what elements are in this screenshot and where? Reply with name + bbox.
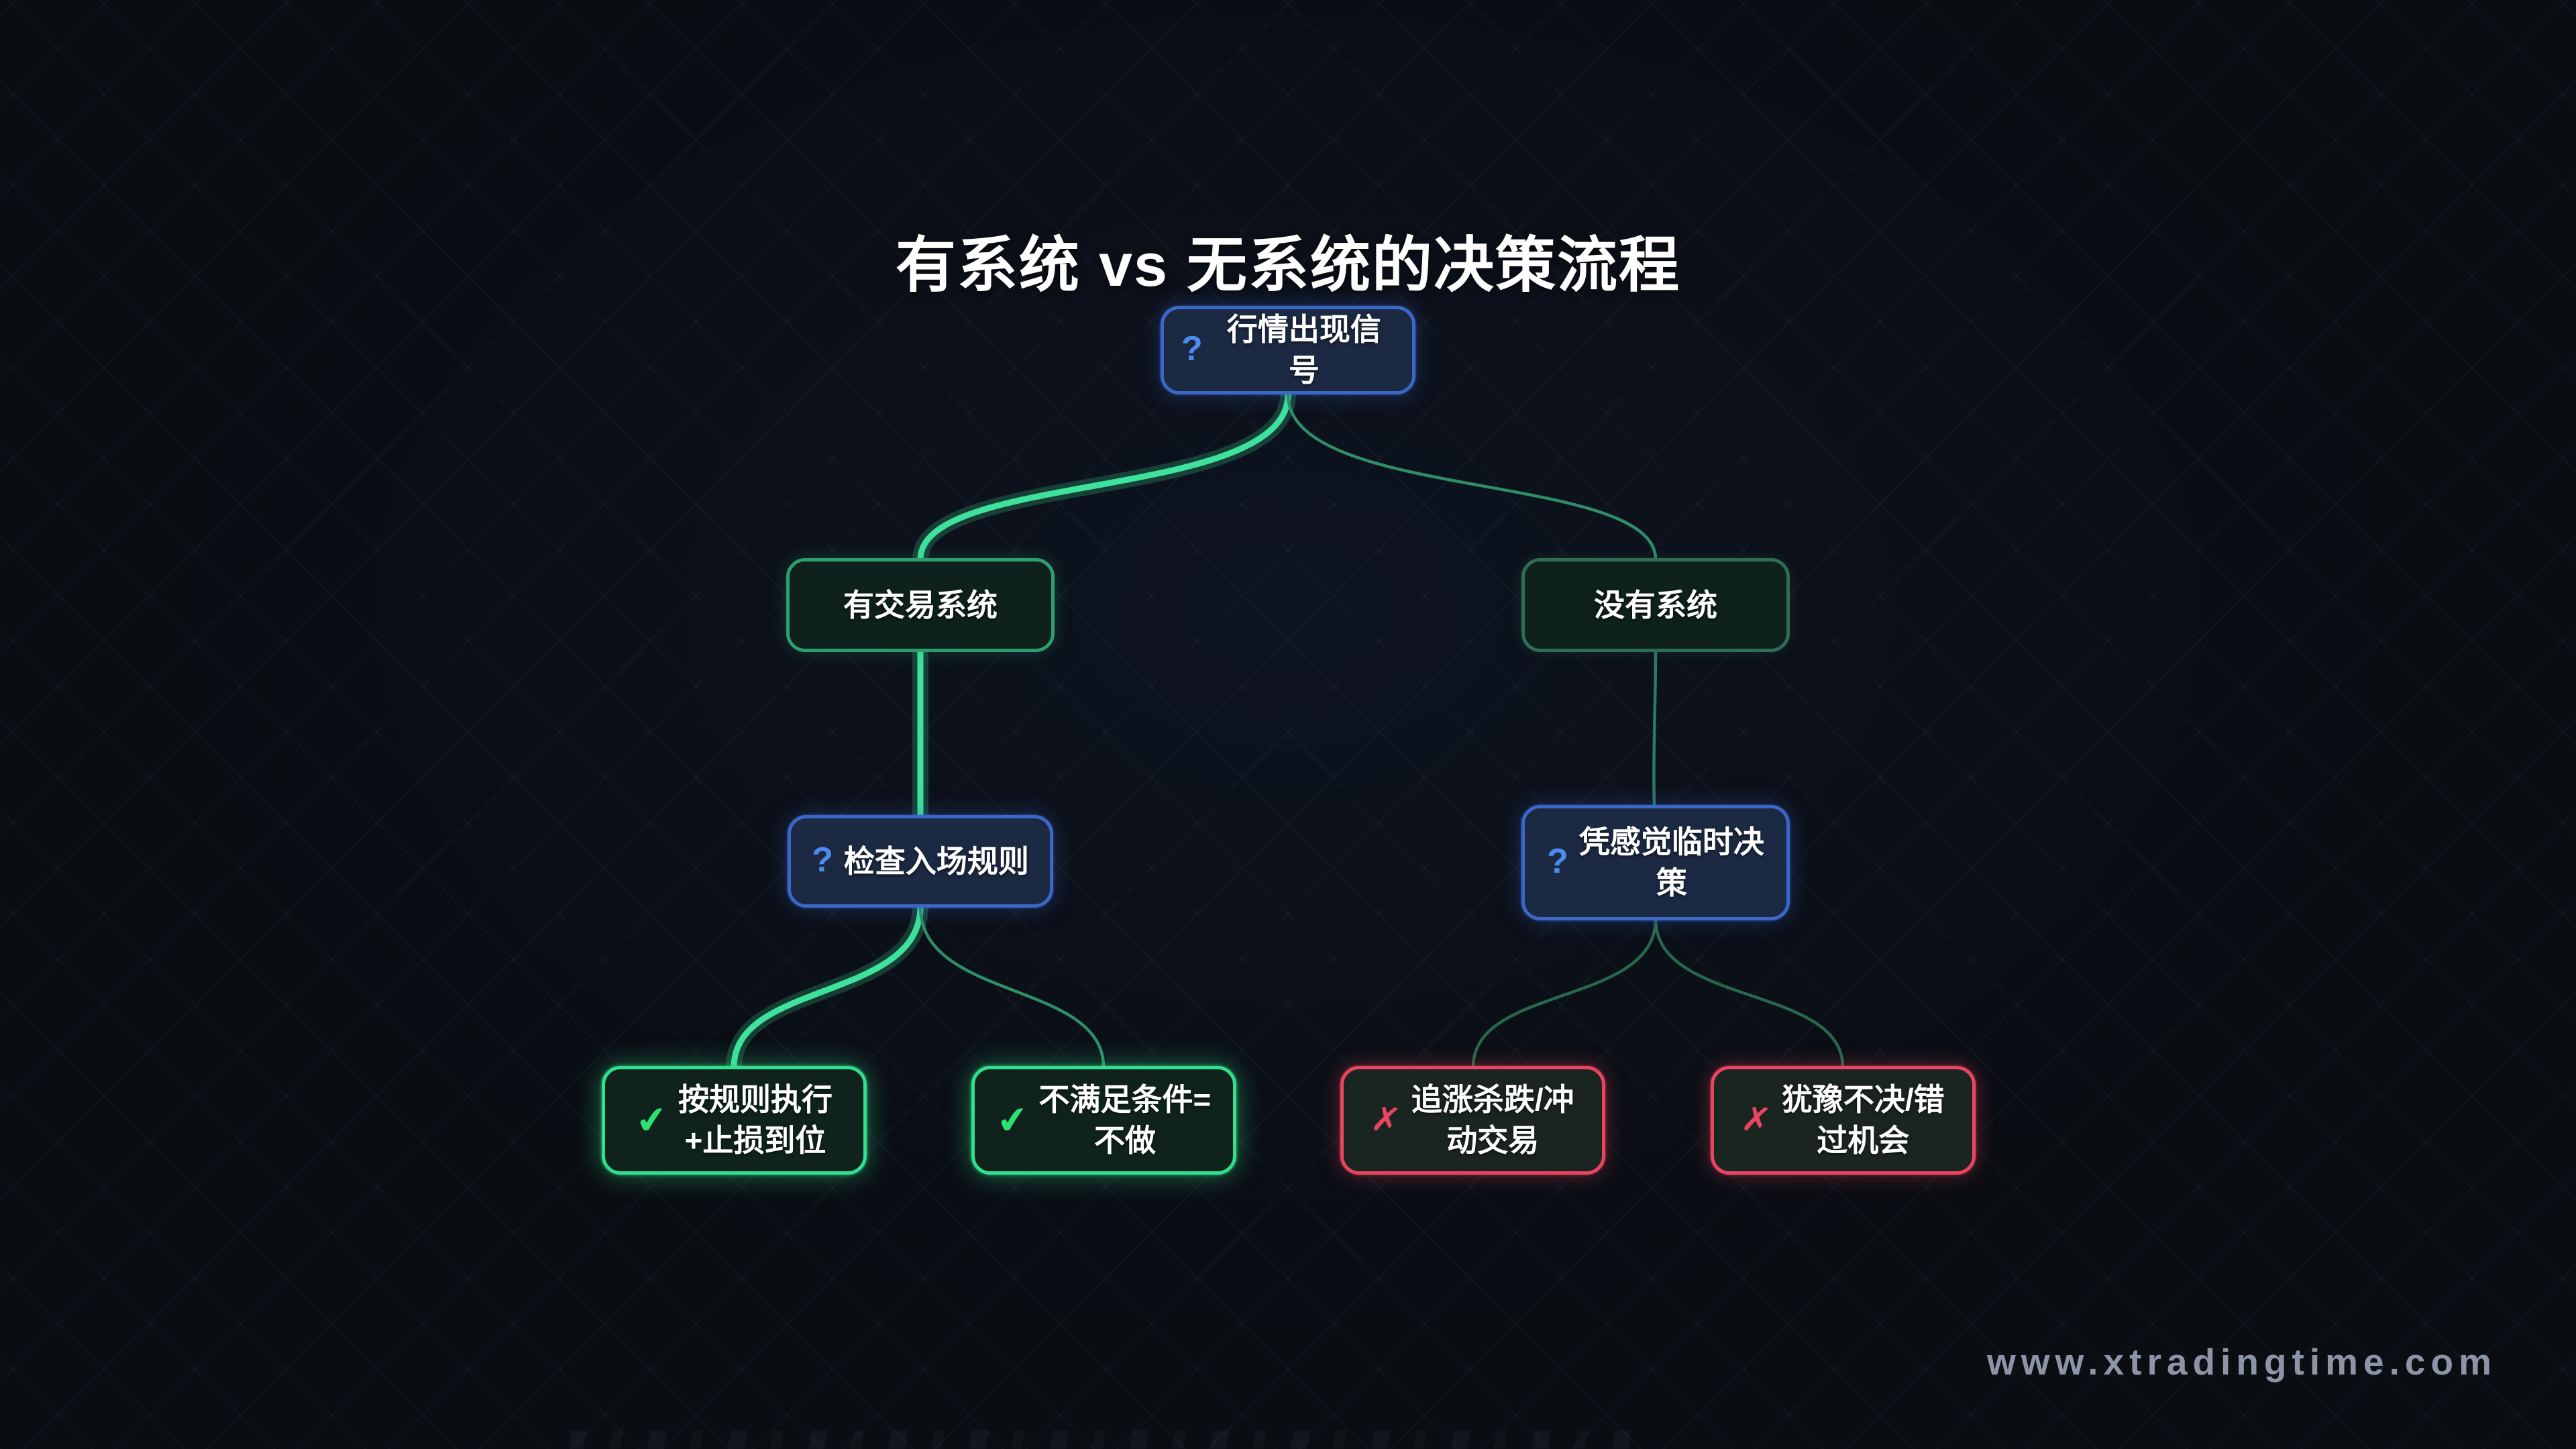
edge-root-withsystem-glow (912, 386, 1296, 568)
node-no-system-label: 没有系统 (1594, 587, 1717, 623)
edge-checkrules-notrade (918, 904, 1106, 1069)
node-follow-rules-label: 按规则执行 +止损到位 (678, 1082, 833, 1158)
edge-nosystem-gutdecision (1652, 649, 1658, 808)
check-icon: ✔ (633, 1097, 670, 1143)
node-root: ? 行情出现信号 (1161, 306, 1415, 394)
check-icon: ✔ (994, 1097, 1030, 1143)
node-gut-decision-label: 凭感觉临时决 策 (1578, 824, 1764, 900)
edge-gutdecision-hesitate (1654, 917, 1845, 1069)
question-icon: ? (1181, 329, 1203, 368)
node-gut-decision: ? 凭感觉临时决 策 (1521, 805, 1790, 920)
node-follow-rules: ✔ 按规则执行 +止损到位 (602, 1066, 867, 1175)
node-root-label: 行情出现信号 (1226, 312, 1381, 388)
question-icon: ? (812, 840, 833, 879)
edge-root-nosystem (1286, 392, 1658, 561)
node-hesitate-label: 犹豫不决/错 过机会 (1781, 1082, 1945, 1158)
node-impulse-trade-label: 追涨杀跌/冲 动交易 (1411, 1082, 1574, 1158)
edge-checkrules-followrules (731, 903, 924, 1071)
edge-gutdecision-impulse (1471, 917, 1658, 1069)
node-hesitate: ✗ 犹豫不决/错 过机会 (1711, 1066, 1976, 1175)
node-no-trade: ✔ 不满足条件= 不做 (971, 1066, 1236, 1175)
node-with-system-label: 有交易系统 (843, 587, 998, 623)
node-check-rules: ? 检查入场规则 (788, 815, 1053, 908)
node-impulse-trade: ✗ 追涨杀跌/冲 动交易 (1340, 1066, 1605, 1175)
node-no-trade-label: 不满足条件= 不做 (1038, 1082, 1212, 1158)
cross-icon: ✗ (1739, 1098, 1774, 1142)
watermark-url: www.xtradingtime.com (1986, 1341, 2497, 1383)
node-check-rules-label: 检查入场规则 (843, 843, 1029, 879)
node-with-system: 有交易系统 (786, 558, 1055, 652)
node-no-system: 没有系统 (1521, 558, 1790, 652)
bottom-cutoff-glyphs (570, 1430, 1644, 1449)
edge-root-withsystem (917, 391, 1291, 563)
diagram-title: 有系统 vs 无系统的决策流程 (895, 232, 1681, 299)
question-icon: ? (1547, 841, 1568, 881)
cross-icon: ✗ (1368, 1098, 1403, 1142)
